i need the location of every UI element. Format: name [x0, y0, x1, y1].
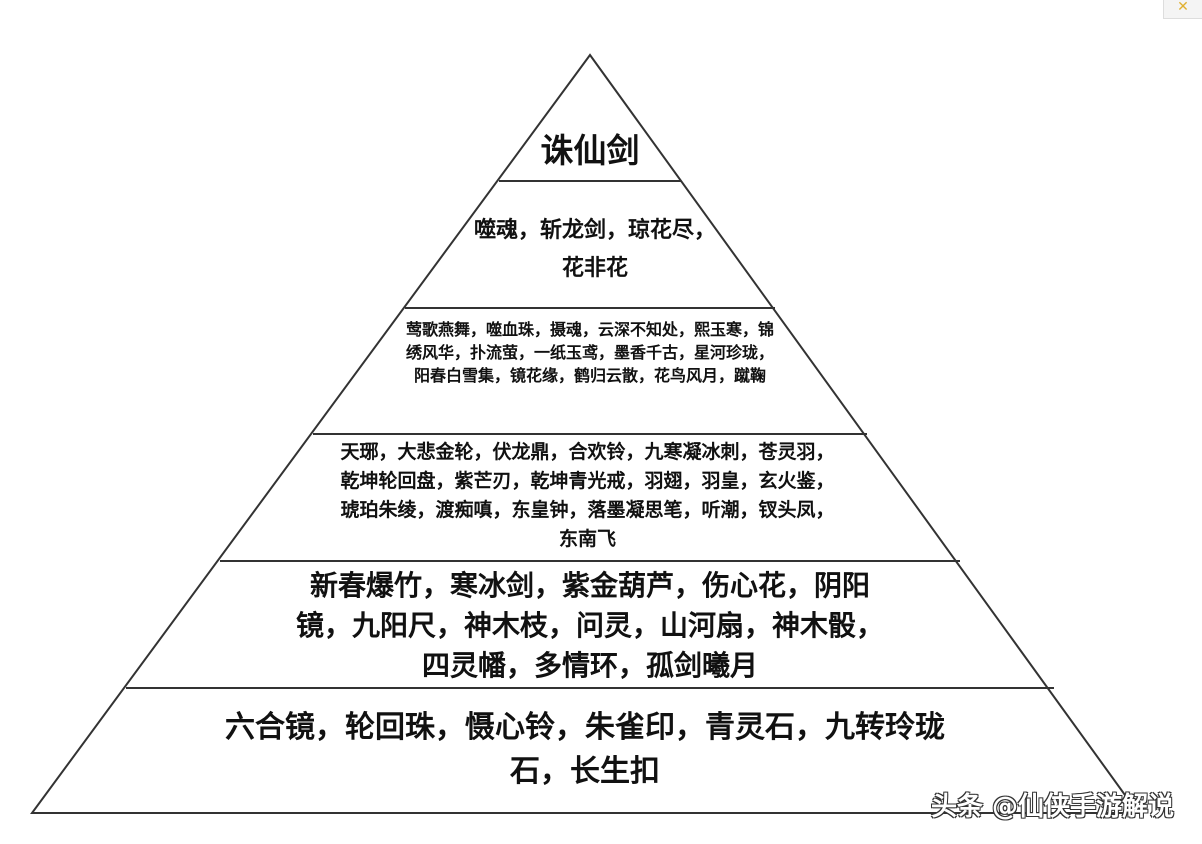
tier-5-text: 新春爆竹，寒冰剑，紫金葫芦，伤心花，阴阳镜，九阳尺，神木枝，问灵，山河扇，神木骰…: [295, 569, 884, 682]
tier-3-text: 莺歌燕舞，噬血珠，摄魂，云深不知处，熙玉寒，锦绣风华，扑流萤，一纸玉鸢，墨香千古…: [405, 320, 774, 385]
tier-6-text: 六合镜，轮回珠，慑心铃，朱雀印，青灵石，九转玲珑石，长生扣: [225, 710, 945, 789]
tier-4-text: 天琊，大悲金轮，伏龙鼎，合欢铃，九寒凝冰刺，苍灵羽，乾坤轮回盘，紫芒刃，乾坤青光…: [340, 441, 835, 550]
tier-1-text: 诛仙剑: [540, 131, 640, 170]
tier-2-text: 噬魂，斩龙剑，琼花尽，花非花: [473, 218, 716, 281]
watermark: 头条 @仙侠手游解说: [930, 792, 1174, 822]
star-icon[interactable]: ✕: [1163, 0, 1202, 19]
